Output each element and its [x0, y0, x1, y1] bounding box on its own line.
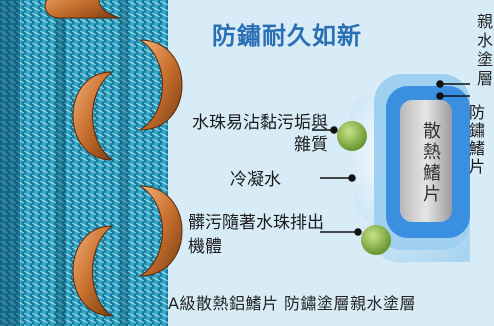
caption: A級散熱鋁鰭片 防鏽塗層親水塗層: [168, 294, 417, 313]
copper-tube: [72, 225, 114, 317]
dirt-particle: [337, 121, 367, 151]
label-dirt-removed: 髒污隨著水珠排出機體: [188, 213, 324, 257]
dirt-particle: [361, 225, 391, 255]
fin-cross-section: [346, 74, 470, 263]
copper-tube: [138, 185, 183, 277]
fin-core: [400, 100, 452, 222]
callout-lines: [312, 80, 470, 236]
label-condensate: 冷凝水: [230, 170, 281, 190]
diagram-title: 防鏽耐久如新: [212, 22, 362, 50]
copper-tube: [44, 0, 121, 19]
label-hydrophilic-coating: 親水塗層: [476, 12, 493, 88]
copper-tubes: [44, 0, 183, 317]
copper-tube: [138, 39, 183, 131]
dirt-particles: [337, 121, 391, 255]
label-fin: 散熱鰭片: [423, 121, 441, 205]
label-anti-rust-fin: 防鏽鰭片: [468, 103, 485, 176]
label-water-beads: 水珠易沾黏污垢與雜質: [192, 113, 328, 155]
copper-tube: [72, 71, 114, 161]
